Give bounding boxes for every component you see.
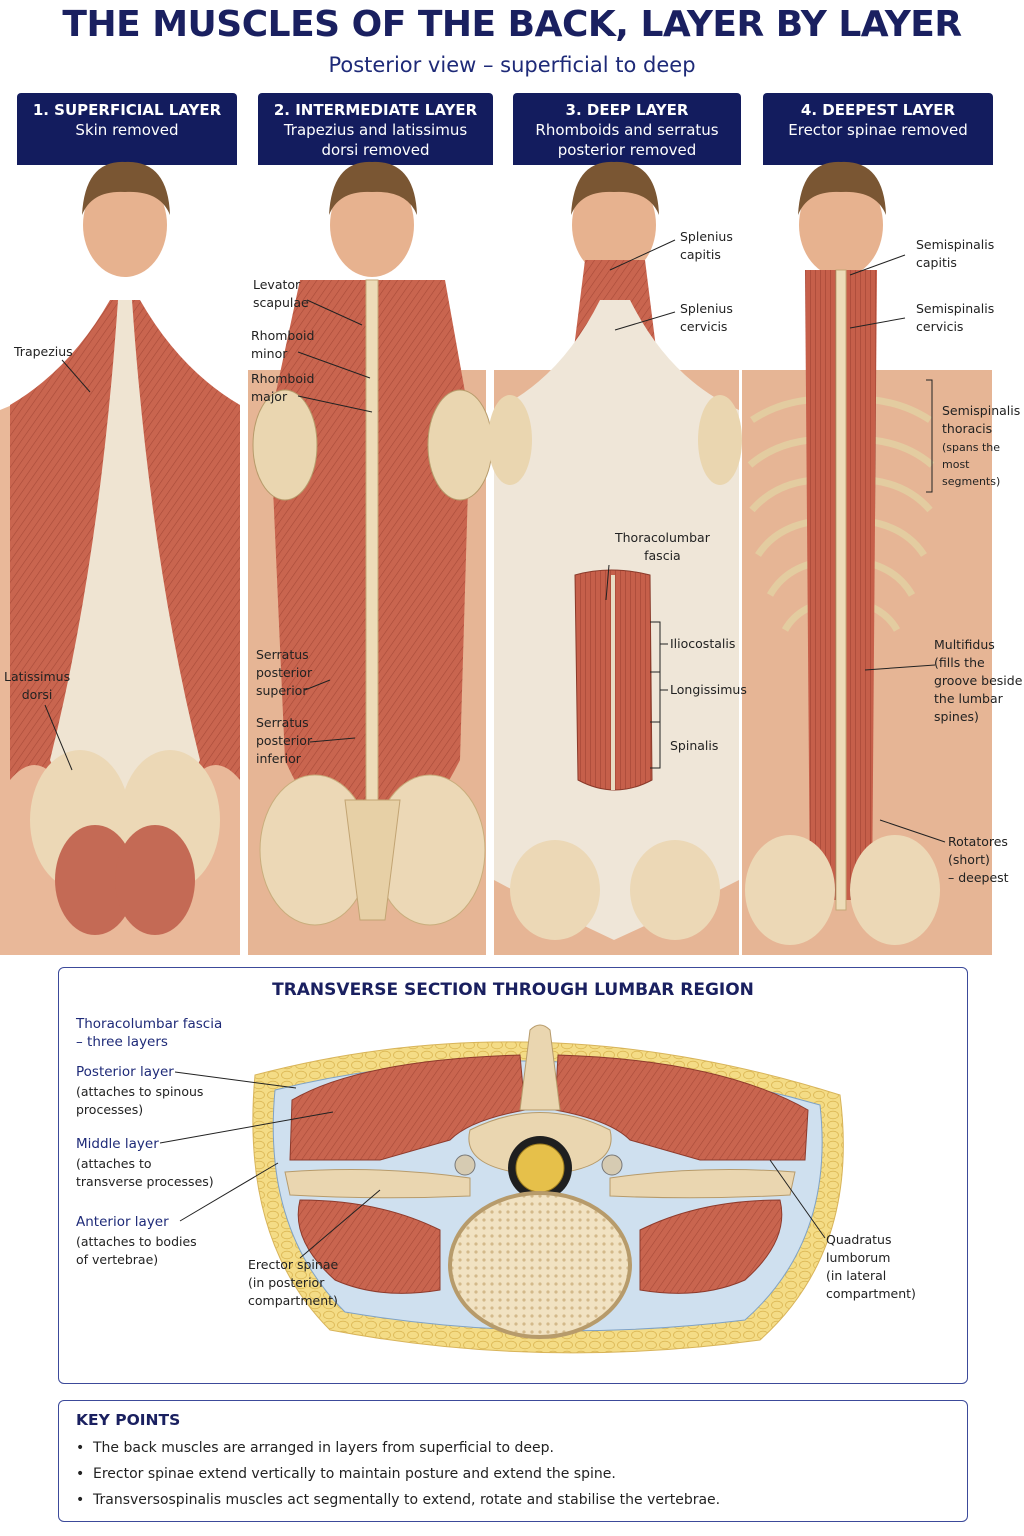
panel-1-header: 1. SUPERFICIAL LAYER Skin removed (17, 93, 237, 165)
panel-3-figure (488, 161, 742, 955)
fascia-heading: Thoracolumbar fascia – three layers (76, 1016, 223, 1050)
page-title: THE MUSCLES OF THE BACK, LAYER BY LAYER (62, 4, 962, 45)
label-rhomboid-minor: Rhomboid minor (251, 328, 315, 361)
label-rhomboid-major: Rhomboid major (251, 371, 315, 404)
label-latissimus-dorsi: Latissimus dorsi (4, 669, 71, 702)
posterior-layer-note: (attaches to spinous processes) (76, 1084, 204, 1117)
label-splenius-cervicis: Splenius cervicis (680, 301, 733, 334)
label-semispinalis-cervicis: Semispinalis cervicis (916, 301, 995, 334)
key-point-1: •The back muscles are arranged in layers… (76, 1440, 554, 1456)
label-semispinalis-thoracis-note: (spans the most segments) (942, 441, 1001, 488)
panel-2-header: 2. INTERMEDIATE LAYER Trapezius and lati… (258, 93, 493, 165)
panel-4-figure (742, 161, 992, 955)
key-points-box (58, 1400, 968, 1522)
panel-2-figure (248, 161, 493, 955)
panel-4-title: 4. DEEPEST LAYER (800, 101, 956, 119)
panel-leader-lines (44, 239, 946, 843)
panel-2-subtitle: Trapezius and latissimus dorsi removed (283, 121, 468, 159)
panel-1-figure (0, 161, 240, 955)
label-iliocostalis: Iliocostalis (670, 636, 736, 651)
panel-4-header: 4. DEEPEST LAYER Erector spinae removed (763, 93, 993, 165)
label-levator-scapulae: Levator scapulae (253, 277, 309, 310)
label-spinalis: Spinalis (670, 738, 719, 753)
panel-3-subtitle: Rhomboids and serratus posterior removed (535, 121, 719, 159)
label-multifidus: Multifidus (934, 637, 995, 652)
anterior-layer-label: Anterior layer (76, 1214, 169, 1230)
key-point-3: •Transversospinalis muscles act segmenta… (76, 1492, 721, 1508)
panel-3-title: 3. DEEP LAYER (565, 101, 689, 119)
panel-1-subtitle: Skin removed (75, 121, 179, 139)
anterior-layer-note: (attaches to bodies of vertebrae) (76, 1234, 197, 1267)
label-serratus-posterior-superior: Serratus posterior superior (256, 647, 313, 698)
label-longissimus: Longissimus (670, 682, 747, 697)
label-serratus-posterior-inferior: Serratus posterior inferior (256, 715, 313, 766)
middle-layer-label: Middle layer (76, 1136, 159, 1152)
panel-2-title: 2. INTERMEDIATE LAYER (273, 101, 478, 119)
section-title: TRANSVERSE SECTION THROUGH LUMBAR REGION (272, 980, 754, 1000)
label-trapezius: Trapezius (14, 344, 73, 359)
panel-1-title: 1. SUPERFICIAL LAYER (32, 101, 222, 119)
panel-4-subtitle: Erector spinae removed (788, 121, 968, 139)
label-semispinalis-thoracis: Semispinalis thoracis (942, 403, 1021, 436)
key-point-2: •Erector spinae extend vertically to mai… (76, 1466, 616, 1482)
label-semispinalis-capitis: Semispinalis capitis (916, 237, 995, 270)
quadratus-lumborum-label: Quadratus lumborum (in lateral compartme… (826, 1232, 916, 1301)
label-rotatores: Rotatores (short) – deepest (948, 834, 1009, 885)
label-thoracolumbar-fascia: Thoracolumbar fascia (615, 530, 710, 563)
label-multifidus-note: (fills the groove beside the lumbar spin… (934, 655, 1023, 724)
key-points-title: KEY POINTS (76, 1411, 181, 1429)
posterior-layer-label: Posterior layer (76, 1064, 174, 1080)
label-splenius-capitis: Splenius capitis (680, 229, 733, 262)
page-subtitle: Posterior view – superficial to deep (328, 53, 696, 77)
middle-layer-note: (attaches to transverse processes) (76, 1156, 214, 1189)
panel-3-header: 3. DEEP LAYER Rhomboids and serratus pos… (513, 93, 741, 165)
erector-spinae-label: Erector spinae (in posterior compartment… (248, 1257, 339, 1308)
